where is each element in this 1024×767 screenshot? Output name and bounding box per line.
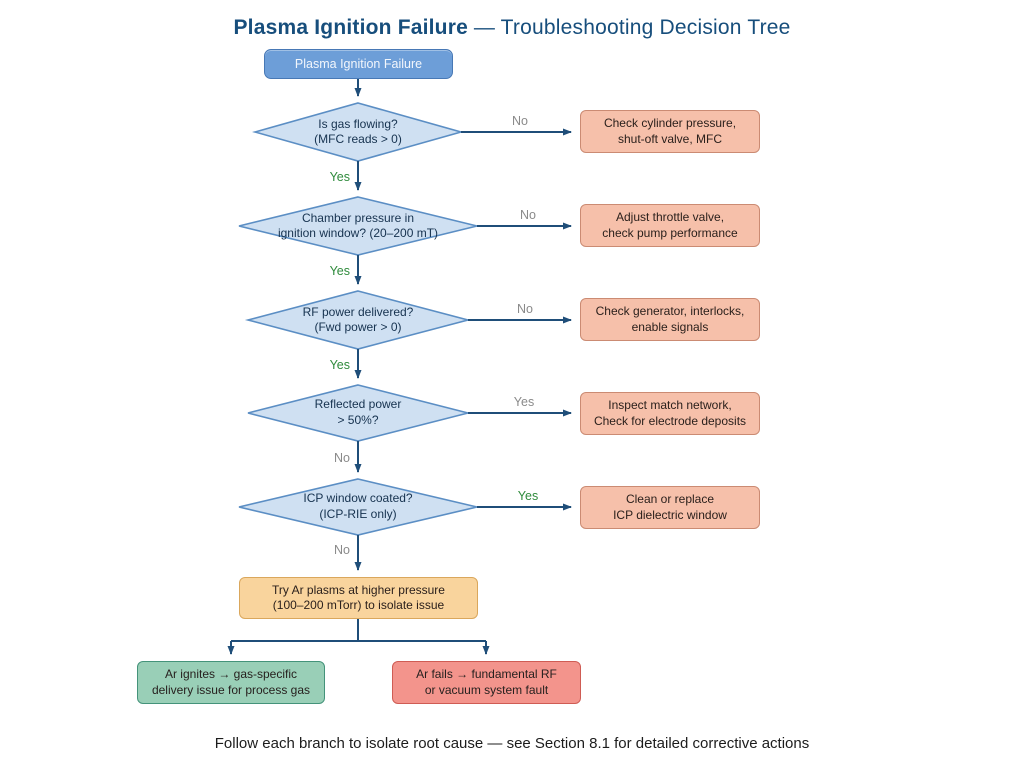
page-title: Plasma Ignition Failure— Troubleshooting… (0, 16, 1024, 40)
action-box-adjust-throttle: Adjust throttle valve, check pump perfor… (580, 204, 760, 247)
branch-label-d1-no: No (512, 114, 528, 128)
decision-line: RF power delivered? (302, 304, 414, 319)
outcome-box-ar-fails: Ar fails → fundamental RF or vacuum syst… (392, 661, 581, 704)
action-line: check pump performance (602, 225, 738, 240)
start-node-label: Plasma Ignition Failure (294, 57, 423, 71)
outcome-line: Ar fails → fundamental RF (416, 667, 557, 682)
outcome-line: delivery issue for process gas (151, 682, 311, 697)
branch-label-d2-yes: Yes (329, 264, 350, 278)
action-line: Inspect match network, (608, 398, 732, 413)
decision-line: (Fwd power > 0) (314, 320, 402, 334)
branch-label-d3-no: No (517, 302, 533, 316)
decision-line: Chamber pressure in (301, 210, 415, 225)
action-line: shut-oft valve, MFC (617, 131, 723, 146)
decision-text-rf-power: RF power delivered? (Fwd power > 0) (248, 292, 468, 348)
branch-label-d4-no: No (334, 451, 350, 465)
action-line: ICP dielectric window (613, 507, 727, 522)
branch-label-d2-no: No (520, 208, 536, 222)
decision-line: > 50%? (337, 412, 379, 427)
decision-line: Is gas flowing? (318, 116, 398, 131)
action-line: enable signals (631, 319, 709, 334)
branch-label-d5-no: No (334, 543, 350, 557)
branch-label-d4-yes: Yes (513, 395, 535, 409)
action-line: Check cylinder pressure, (603, 116, 737, 131)
fallback-box-ar-plasma-test: Try Ar plasms at higher pressure (100–20… (239, 577, 478, 619)
decision-text-chamber-pressure: Chamber pressure in ignition window? (20… (239, 198, 477, 254)
outcome-box-ar-ignites: Ar ignites → gas-specific delivery issue… (137, 661, 325, 704)
action-box-inspect-match: Inspect match network, Check for electro… (580, 392, 760, 435)
action-line: Check generator, interlocks, (595, 304, 745, 319)
branch-label-d1-yes: Yes (329, 170, 350, 184)
action-line: Clean or replace (625, 492, 715, 507)
action-box-check-generator: Check generator, interlocks, enable sign… (580, 298, 760, 341)
fallback-line: Try Ar plasms at higher pressure (272, 582, 445, 597)
action-box-check-cylinder: Check cylinder pressure, shut-oft valve,… (580, 110, 760, 153)
decision-line: (MFC reads > 0) (314, 132, 402, 146)
decision-line: ICP window coated? (303, 491, 413, 506)
action-line: Adjust throttle valve, (615, 210, 725, 225)
decision-text-reflected-power: Reflected power > 50%? (248, 385, 468, 440)
action-box-clean-window: Clean or replace ICP dielectric window (580, 486, 760, 529)
branch-label-d3-yes: Yes (329, 358, 350, 372)
action-line: Check for electrode deposits (593, 413, 747, 428)
decision-text-icp-window: ICP window coated? (ICP-RIE only) (239, 479, 477, 534)
decision-line: (ICP-RIE only) (319, 506, 397, 521)
decision-text-gas-flow: Is gas flowing? (MFC reads > 0) (255, 104, 461, 160)
decision-line: Reflected power (314, 397, 402, 412)
page-title-emphasis: Plasma Ignition Failure (233, 16, 468, 39)
page-title-rest: — Troubleshooting Decision Tree (473, 16, 791, 39)
outcome-line: or vacuum system fault (424, 682, 549, 697)
branch-label-d5-yes: Yes (517, 489, 539, 503)
footer-note: Follow each branch to isolate root cause… (214, 735, 810, 752)
fallback-line: (100–200 mTorr) to isolate issue (272, 598, 445, 612)
outcome-line: Ar ignites → gas-specific (164, 667, 298, 682)
start-node: Plasma Ignition Failure (264, 49, 453, 79)
decision-line: ignition window? (20–200 mT) (277, 226, 439, 240)
